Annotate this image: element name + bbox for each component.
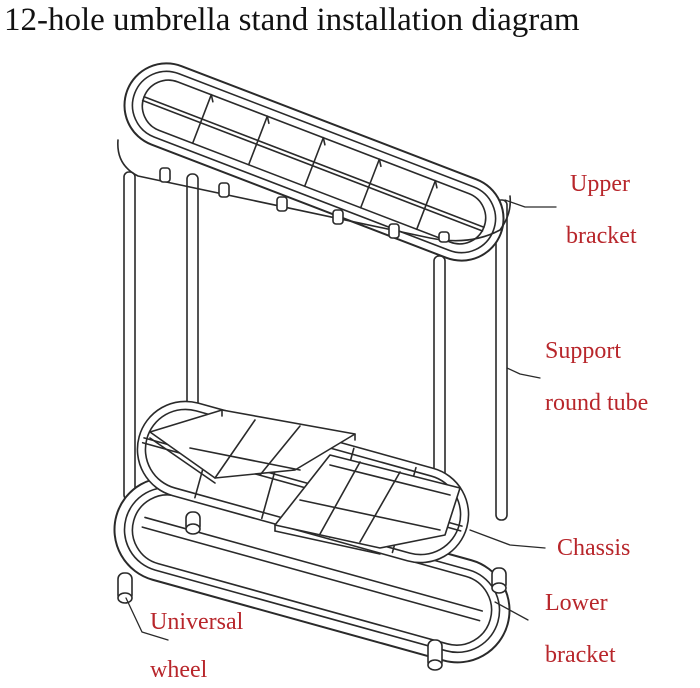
- universal-wheel-label-line2: wheel: [150, 657, 208, 683]
- support-tube-label-line1: Support: [545, 338, 622, 364]
- support-tube-label-line2: round tube: [545, 390, 649, 416]
- universal-wheel-label-line1: Universal: [150, 609, 244, 635]
- lower-bracket-label-line1: Lower: [545, 590, 608, 616]
- universal-wheels: [117, 511, 507, 671]
- lower-bracket-label-line2: bracket: [545, 642, 616, 668]
- upper-bracket: [117, 62, 512, 262]
- upper-bracket-label-line2: bracket: [566, 223, 637, 249]
- chassis: [136, 400, 470, 564]
- upper-bracket-label-line1: Upper: [570, 171, 630, 197]
- leader-lines: [125, 199, 557, 641]
- chassis-label: Chassis: [557, 535, 631, 561]
- diagram-title: 12-hole umbrella stand installation diag…: [4, 2, 580, 38]
